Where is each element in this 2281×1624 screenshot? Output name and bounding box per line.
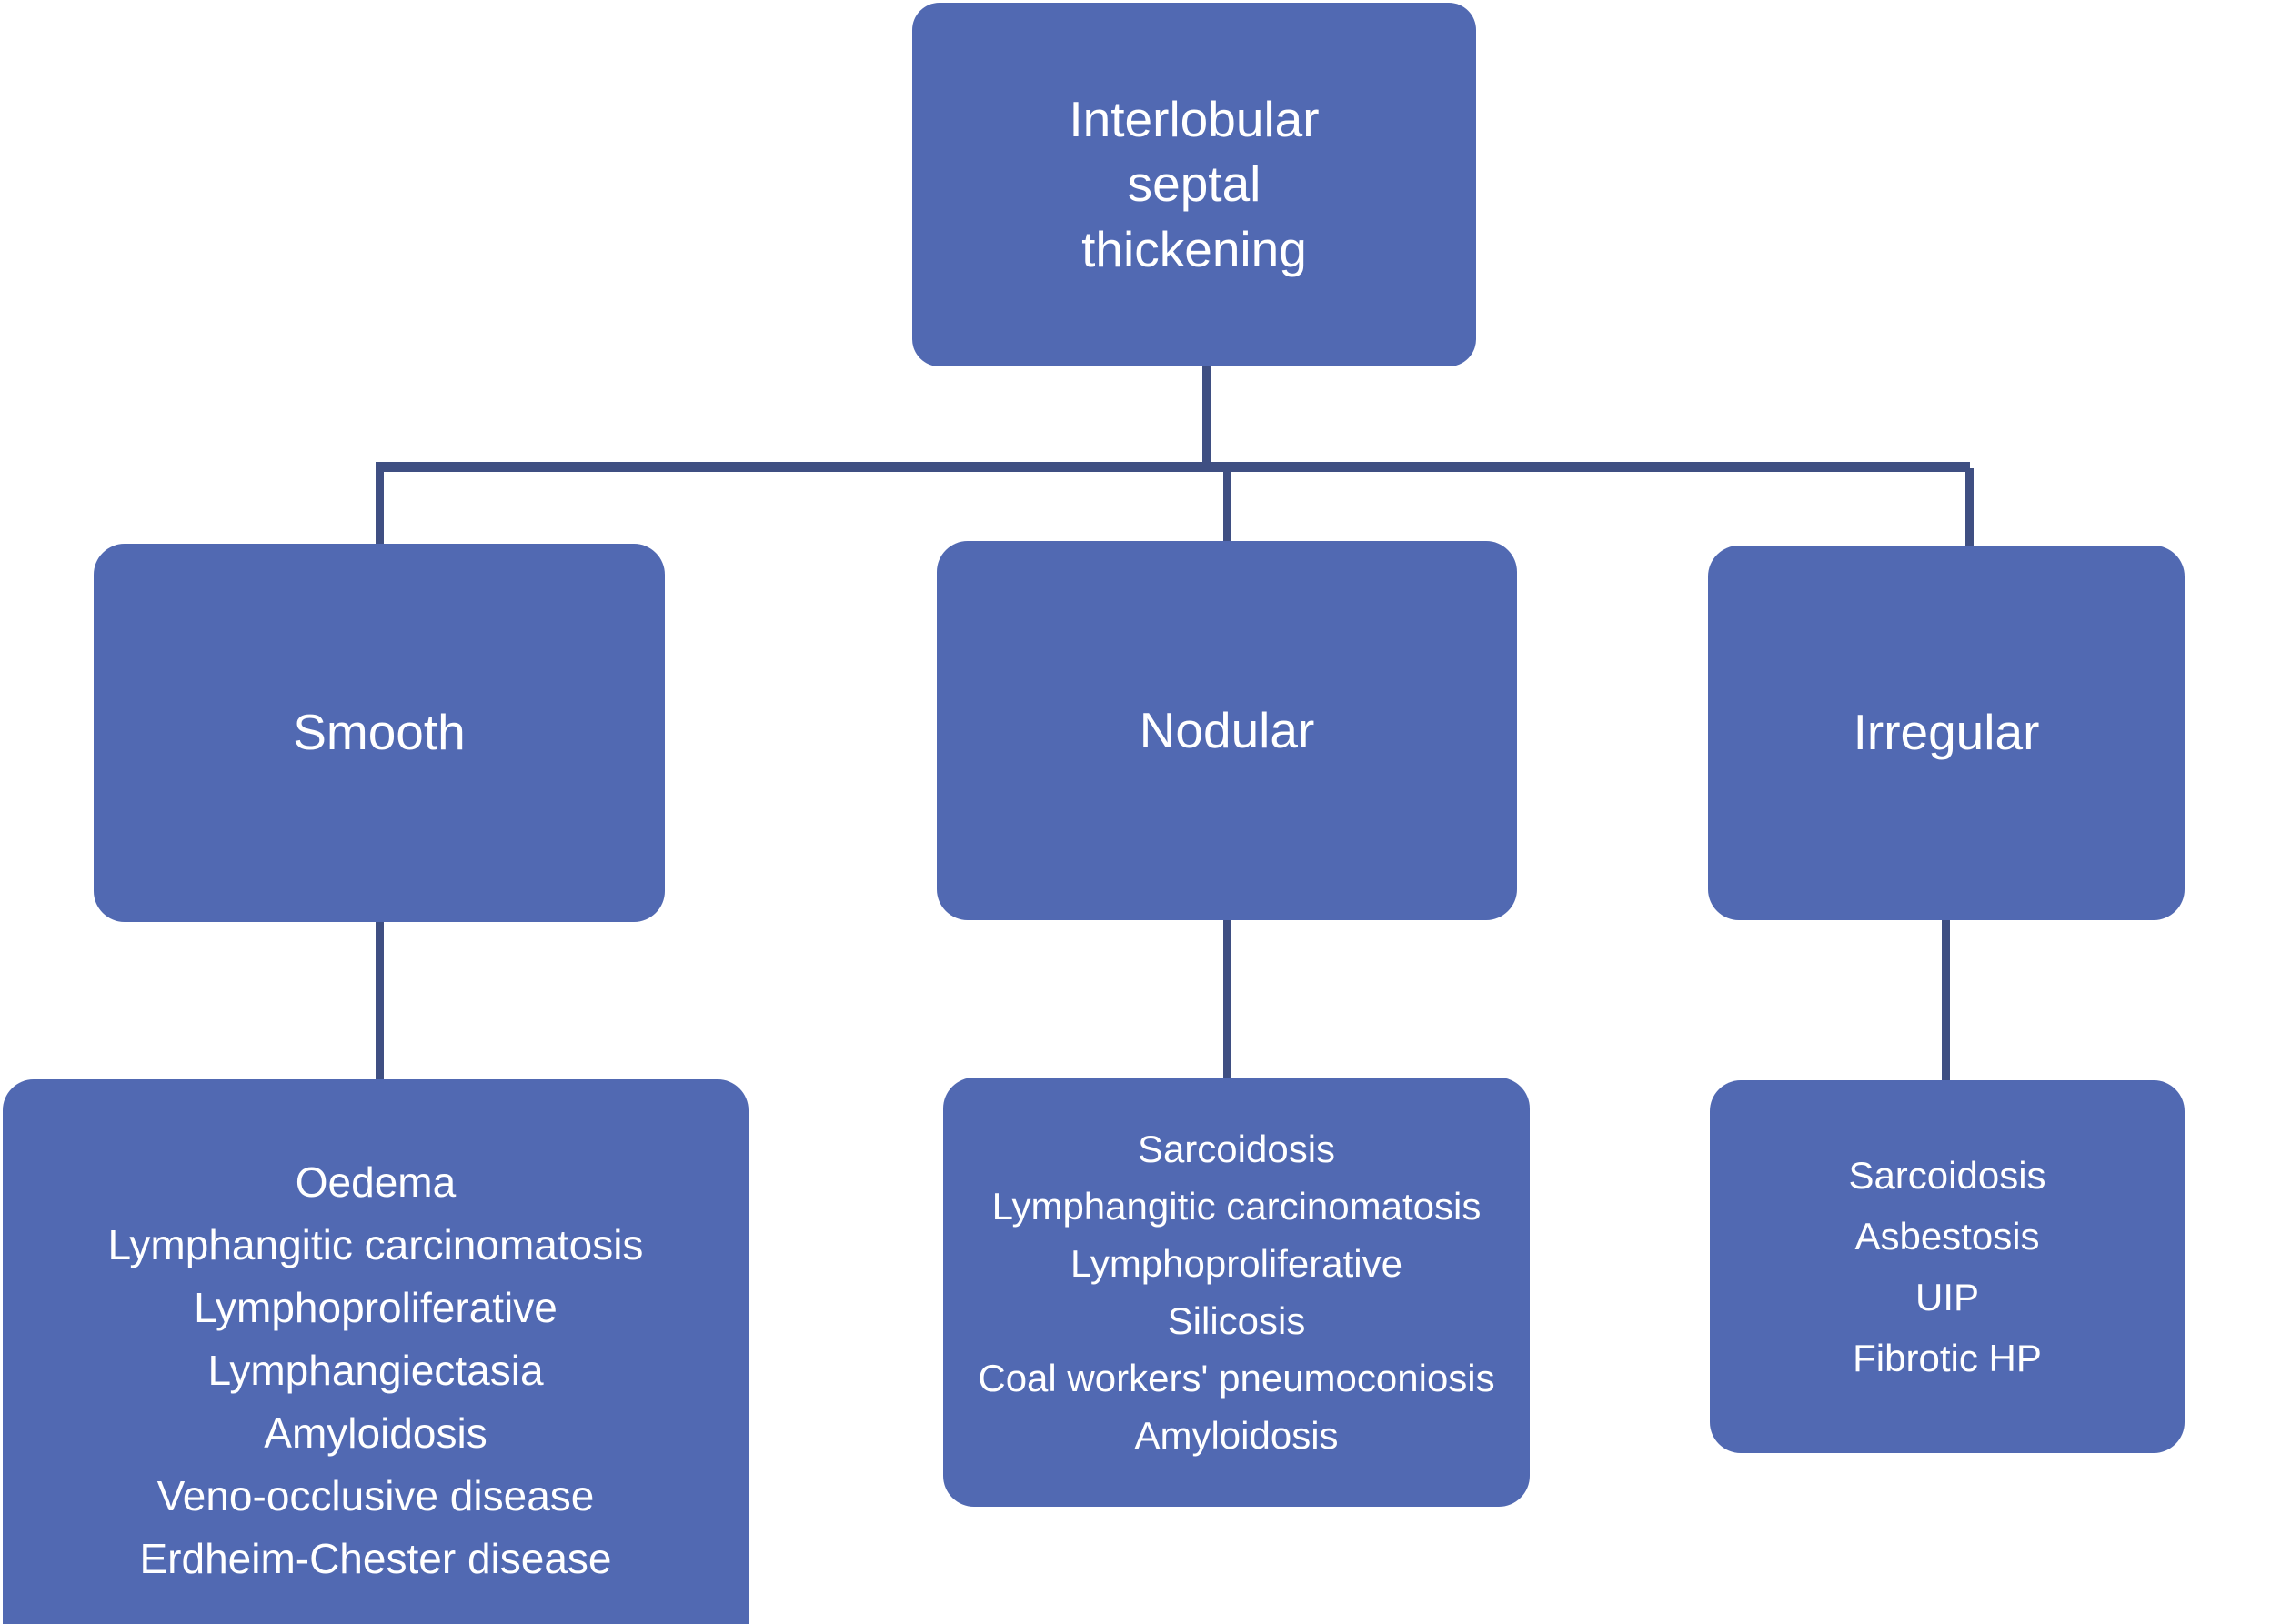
list-item: Lymphangiectasia — [207, 1346, 544, 1394]
node-category-irregular-label: Irregular — [1853, 704, 2040, 761]
node-list-irregular-causes[interactable]: Sarcoidosis Asbestosis UIP Fibrotic HP — [1710, 1080, 2185, 1453]
list-item: Lymphoproliferative — [1070, 1242, 1402, 1285]
list-item: Lymphangitic carcinomatosis — [107, 1220, 644, 1268]
connector-nodular-to-list — [1223, 918, 1231, 1082]
connector-irregular-to-list — [1942, 918, 1950, 1082]
list-item: Sarcoidosis — [1137, 1128, 1336, 1170]
connector-root-drop — [1202, 364, 1211, 468]
node-list-smooth-causes[interactable]: Oedema Lymphangitic carcinomatosis Lymph… — [3, 1079, 749, 1624]
list-item: Oedema — [295, 1158, 457, 1206]
node-category-irregular[interactable]: Irregular — [1708, 546, 2185, 920]
node-category-nodular[interactable]: Nodular — [937, 541, 1517, 920]
connector-smooth-to-list — [376, 920, 384, 1084]
node-root-interlobular-septal-thickening[interactable]: Interlobular septal thickening — [912, 3, 1476, 366]
node-root-label: Interlobular septal thickening — [1069, 90, 1320, 277]
list-item: Lymphoproliferative — [194, 1283, 558, 1331]
list-item: UIP — [1914, 1276, 1979, 1318]
list-item: Asbestosis — [1854, 1214, 2040, 1258]
list-item: Amyloidosis — [264, 1408, 487, 1457]
connector-horizontal-bus — [376, 462, 1970, 472]
list-item: Coal workers' pneumoconiosis — [978, 1357, 1495, 1399]
node-category-nodular-label: Nodular — [1139, 701, 1315, 758]
list-item: Veno-occlusive disease — [156, 1471, 595, 1519]
list-item: Fibrotic HP — [1853, 1337, 2042, 1380]
connector-drop-irregular — [1965, 468, 1974, 550]
node-list-nodular-causes[interactable]: Sarcoidosis Lymphangitic carcinomatosis … — [943, 1078, 1530, 1507]
list-item: Erdheim-Chester disease — [139, 1534, 612, 1582]
node-category-smooth[interactable]: Smooth — [94, 544, 665, 922]
list-item: Lymphangitic carcinomatosis — [991, 1185, 1482, 1228]
list-item: Amyloidosis — [1134, 1414, 1339, 1457]
node-category-smooth-label: Smooth — [293, 704, 466, 761]
list-item: Silicosis — [1167, 1299, 1306, 1342]
connector-drop-smooth — [376, 468, 384, 548]
connector-drop-nodular — [1223, 468, 1231, 546]
list-item: Sarcoidosis — [1848, 1153, 2046, 1197]
